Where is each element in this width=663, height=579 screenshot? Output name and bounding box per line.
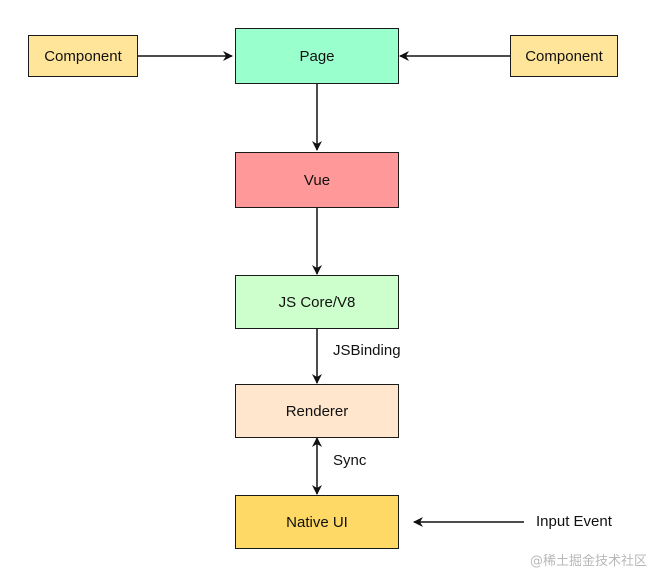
watermark-text: @稀土掘金技术社区 [529, 554, 647, 569]
node-page: Page [235, 28, 399, 84]
edge-label-input-event: Input Event [536, 513, 612, 530]
node-component-right: Component [510, 35, 618, 77]
node-native-ui: Native UI [235, 495, 399, 549]
node-renderer-label: Renderer [285, 402, 349, 420]
node-renderer: Renderer [235, 384, 399, 438]
node-vue-label: Vue [303, 171, 331, 189]
node-component-right-label: Component [525, 47, 603, 65]
node-js-core-label: JS Core/V8 [278, 293, 356, 311]
node-native-ui-label: Native UI [286, 513, 348, 531]
node-component-left-label: Component [44, 47, 122, 65]
node-vue: Vue [235, 152, 399, 208]
node-component-left: Component [28, 35, 138, 77]
node-page-label: Page [299, 47, 335, 65]
node-js-core: JS Core/V8 [235, 275, 399, 329]
edge-label-sync: Sync [333, 452, 367, 469]
edge-label-jsbinding: JSBinding [333, 342, 401, 359]
